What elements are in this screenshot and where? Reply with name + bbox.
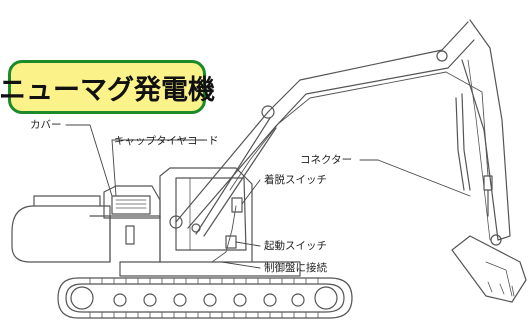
- label-connector: コネクター: [300, 154, 353, 166]
- cable: [229, 71, 489, 191]
- label-control-panel: 制御盤に接続: [264, 262, 327, 274]
- boom: [175, 21, 475, 237]
- bucket: [451, 235, 527, 303]
- track-wheels: [70, 286, 338, 310]
- title-badge: ニューマグ発電機: [0, 60, 215, 114]
- arm: [455, 19, 511, 246]
- upper-body: [11, 195, 161, 263]
- label-cap-tire-cord: キャップタイヤコード: [114, 135, 219, 147]
- generator-box: [103, 185, 161, 219]
- label-cover: カバー: [30, 119, 62, 131]
- crawler-track: [57, 277, 353, 319]
- label-detach-switch: 着脱スイッチ: [264, 174, 327, 186]
- title-text: ニューマグ発電機: [0, 74, 215, 106]
- cable-lower: [211, 205, 237, 263]
- cab: [159, 167, 253, 263]
- swing-base: [119, 261, 301, 277]
- detach-switch-part: [231, 197, 243, 213]
- track-shoes: [89, 277, 319, 319]
- label-start-switch: 起動スイッチ: [264, 240, 327, 252]
- leader-lines: [65, 124, 471, 269]
